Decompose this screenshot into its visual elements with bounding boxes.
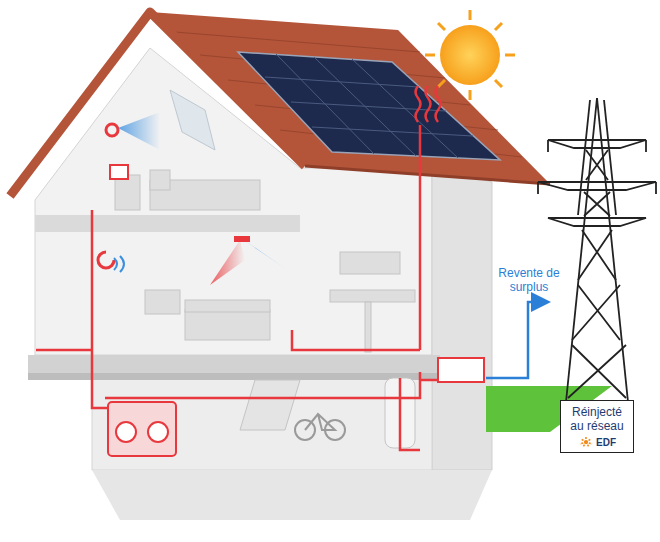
- edf-logo-rays: [578, 436, 594, 448]
- ventilation-outlets: [98, 112, 295, 285]
- inverter: [438, 358, 484, 382]
- skylight: [170, 90, 215, 150]
- logo-row: EDF: [564, 436, 630, 448]
- export-arrow: [486, 302, 546, 378]
- power-pylon: [538, 98, 656, 402]
- bicycle: [295, 414, 345, 440]
- washing-machines: [108, 402, 176, 456]
- roof: [10, 12, 550, 196]
- node-text: Réinjecté au réseau: [564, 405, 630, 433]
- electric-wiring: [36, 125, 438, 450]
- flow-label: Revente de surplus: [496, 266, 562, 294]
- logo-text: EDF: [596, 437, 616, 448]
- grid-box: Réinjecté au réseauEDF: [560, 400, 634, 453]
- heat-waves: [416, 86, 441, 122]
